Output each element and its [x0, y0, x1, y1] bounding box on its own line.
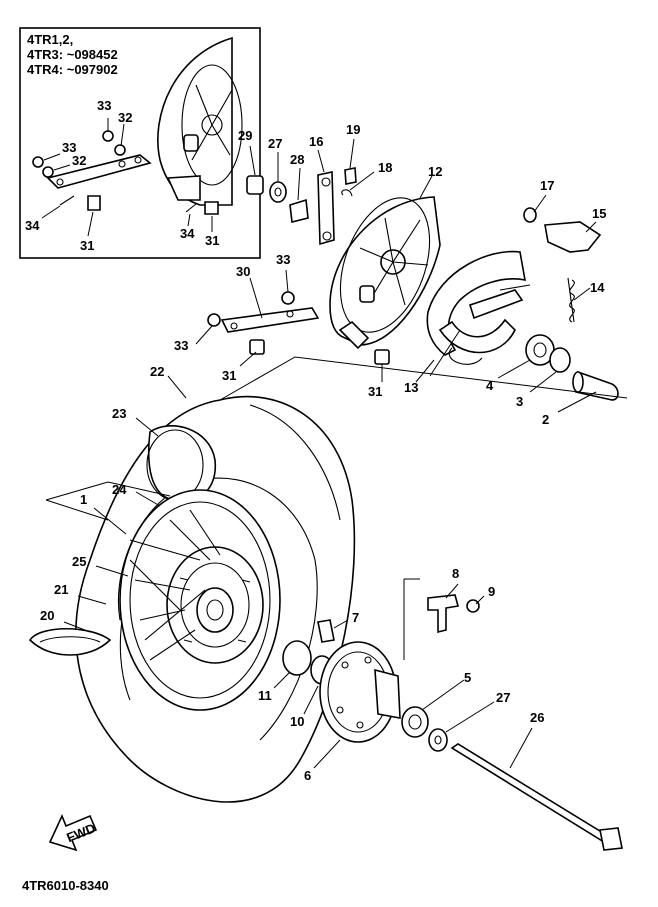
axle-assembly: [401, 706, 623, 851]
callout-14: 14: [590, 280, 605, 295]
callout-27b: 27: [496, 690, 510, 705]
callout-33b: 33: [174, 338, 188, 353]
sprocket-side-parts: [282, 619, 401, 743]
oil-seal-3: [549, 347, 571, 373]
clip-18: [341, 189, 353, 197]
inset-callout-32a: 32: [118, 110, 132, 125]
inset-bolt-31a: [87, 195, 101, 211]
inset-callout-34a: 34: [25, 218, 40, 233]
inset-line-2: 4TR3: ~098452: [27, 47, 118, 62]
upper-small-parts: [246, 167, 357, 246]
callout-28: 28: [290, 152, 304, 167]
diagram-code: 4TR6010-8340: [22, 878, 109, 893]
inset-callout-33a: 33: [97, 98, 111, 113]
camshaft-15: [523, 207, 602, 323]
leader-lines: [63, 138, 597, 769]
inset-callout-34b: 34: [180, 226, 195, 241]
inset-brake-panel: [157, 36, 243, 206]
collar-29: [246, 175, 264, 195]
inset-callout-33b: 33: [62, 140, 76, 155]
callout-15: 15: [592, 206, 606, 221]
inset-callout-31a: 31: [80, 238, 94, 253]
callout-6: 6: [304, 768, 311, 783]
bolt-19: [344, 167, 357, 185]
spring-14: [567, 277, 575, 323]
alignment-lines: [45, 356, 628, 660]
callout-31b: 31: [368, 384, 382, 399]
nut-33a: [281, 291, 295, 305]
callout-8: 8: [452, 566, 459, 581]
callout-16: 16: [309, 134, 323, 149]
callout-17: 17: [540, 178, 554, 193]
bolt-31a: [249, 339, 265, 355]
inset-bolt-31b: [204, 201, 219, 215]
callout-2: 2: [542, 412, 549, 427]
nut-9: [466, 599, 480, 613]
callout-9: 9: [488, 584, 495, 599]
inset-nut-33a: [32, 156, 44, 168]
inset-nut-33b: [102, 130, 114, 142]
nut-33b: [207, 313, 221, 327]
bushing-28: [289, 198, 309, 223]
inset-panel: 4TR1,2, 4TR3: ~098452 4TR4: ~097902: [19, 27, 261, 259]
inset-cotter-pins: [59, 195, 197, 213]
brake-arm-16: [317, 171, 335, 246]
callout-12: 12: [428, 164, 442, 179]
callout-18: 18: [378, 160, 392, 175]
washer-27b: [428, 728, 448, 752]
washer-27a: [269, 181, 287, 203]
wheel-axle-26: [450, 743, 610, 844]
callout-20: 20: [40, 608, 54, 623]
callout-4: 4: [486, 378, 494, 393]
callout-30: 30: [236, 264, 250, 279]
callout-21: 21: [54, 582, 68, 597]
callout-24: 24: [112, 482, 127, 497]
callout-1: 1: [80, 492, 87, 507]
chain-puller-8: [427, 594, 480, 634]
callout-11: 11: [258, 688, 272, 703]
o-ring-11: [282, 640, 312, 676]
callout-29: 29: [238, 128, 252, 143]
inset-camshaft-lever: [46, 154, 152, 189]
callout-19: 19: [346, 122, 360, 137]
washer-17: [523, 207, 537, 223]
callout-10: 10: [290, 714, 304, 729]
fwd-arrow-icon: FWD: [48, 813, 97, 852]
callout-13: 13: [404, 380, 418, 395]
inset-washer-32a: [42, 166, 54, 178]
callout-23: 23: [112, 406, 126, 421]
hub-bearing-parts: [525, 334, 619, 401]
inset-callout-31b: 31: [205, 233, 219, 248]
callout-5: 5: [464, 670, 471, 685]
callout-26: 26: [530, 710, 544, 725]
brake-shoe-kit-13: [426, 250, 531, 365]
inset-line-1: 4TR1,2,: [27, 32, 73, 47]
callout-3: 3: [516, 394, 523, 409]
brake-shoe-plate: [329, 196, 441, 350]
bolt-31b: [374, 349, 390, 365]
inset-line-3: 4TR4: ~097902: [27, 62, 118, 77]
inset-callout-32b: 32: [72, 153, 86, 168]
inset-washer-32b: [114, 144, 126, 156]
wheel-rim-hub-1: [119, 489, 281, 711]
callout-33a: 33: [276, 252, 290, 267]
callout-25: 25: [72, 554, 86, 569]
callout-27a: 27: [268, 136, 282, 151]
callout-22: 22: [150, 364, 164, 379]
callout-labels: 29 27 16 19 28 18 12 17 15 33 30 14 33 3…: [40, 122, 606, 783]
bearing-5: [401, 706, 429, 738]
nipple-7: [317, 619, 335, 643]
callout-7: 7: [352, 610, 359, 625]
rim-band-20: [28, 627, 112, 656]
callout-31a: 31: [222, 368, 236, 383]
